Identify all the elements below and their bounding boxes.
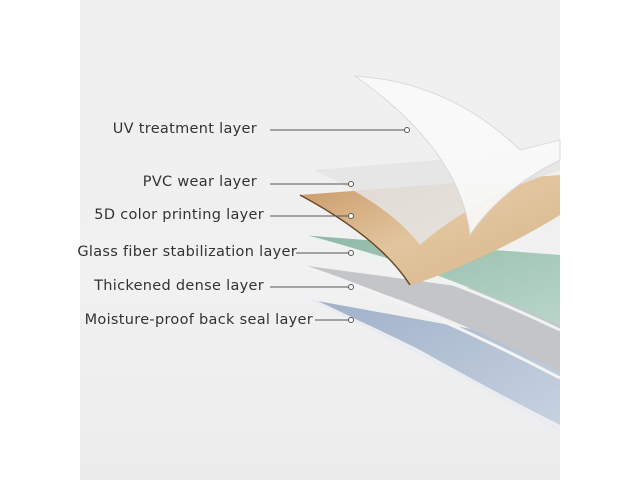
- label-color-printing-layer: 5D color printing layer: [94, 207, 264, 223]
- moisture-proof-layer-edge: [311, 298, 561, 432]
- moisture-proof-layer-shape: [312, 300, 560, 425]
- color-printing-layer-edge: [299, 194, 411, 286]
- label-moisture-proof-layer: Moisture-proof back seal layer: [84, 312, 313, 328]
- label-thickened-dense-layer: Thickened dense layer: [94, 278, 264, 294]
- label-pvc-wear-layer: PVC wear layer: [142, 174, 257, 190]
- label-glass-fiber-layer: Glass fiber stabilization layer: [77, 244, 297, 260]
- glass-fiber-layer-shape: [300, 235, 560, 325]
- uv-layer-shape: [353, 75, 561, 237]
- dense-layer-edge: [299, 263, 561, 380]
- label-uv-treatment-layer: UV treatment layer: [112, 121, 257, 137]
